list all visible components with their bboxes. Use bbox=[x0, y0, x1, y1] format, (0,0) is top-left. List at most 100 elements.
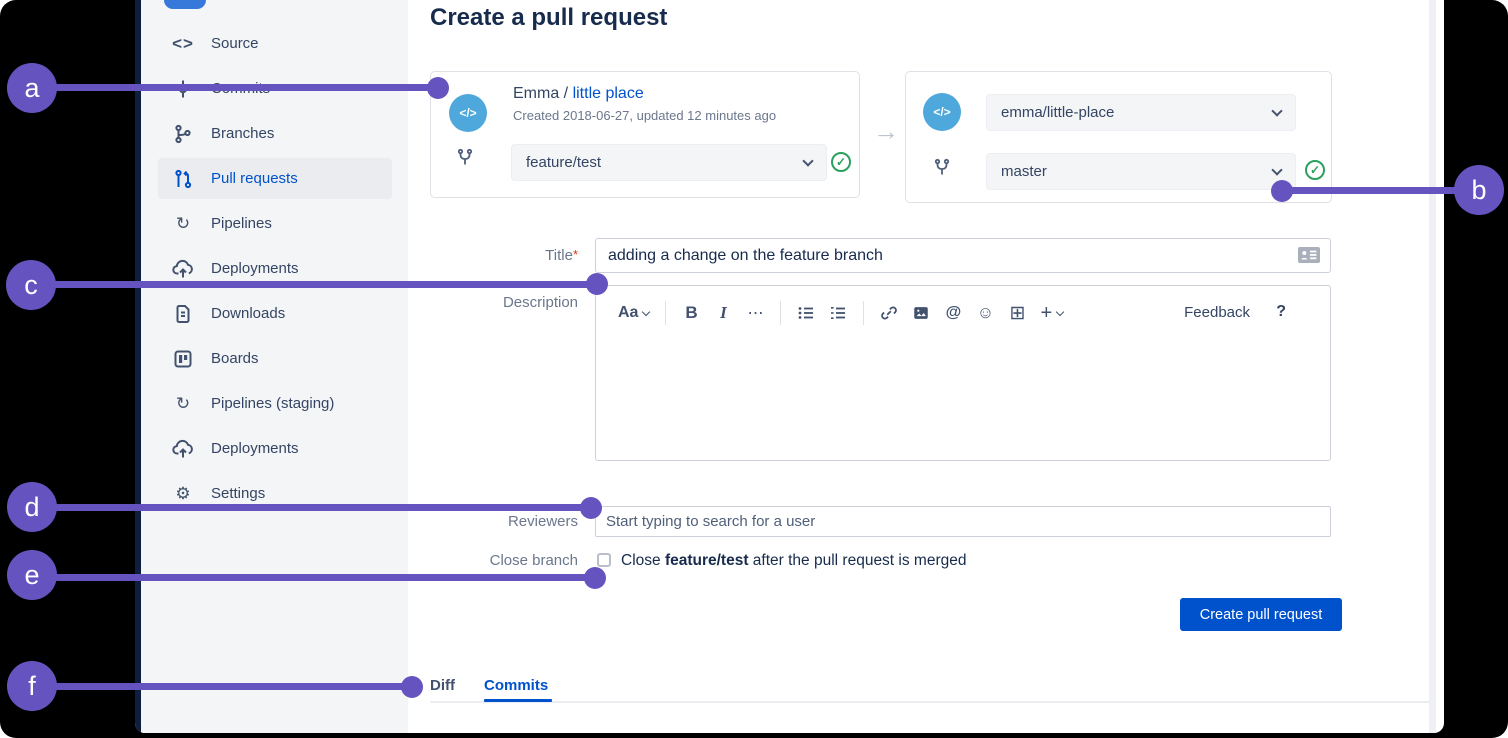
template-card-icon[interactable] bbox=[1298, 247, 1320, 268]
annotation-dot-c bbox=[586, 273, 608, 295]
annotation-line-a bbox=[50, 84, 440, 91]
annotation-line-d bbox=[50, 504, 592, 511]
numbered-list-icon[interactable] bbox=[829, 301, 847, 325]
toolbar-divider bbox=[665, 301, 667, 325]
source-branch-card: </> Emma / little place Created 2018-06-… bbox=[430, 71, 860, 198]
branch-valid-check-icon: ✓ bbox=[831, 152, 851, 172]
more-icon[interactable]: ⋯ bbox=[747, 305, 764, 322]
sidebar-item-pipelines[interactable]: ↻ Pipelines bbox=[141, 201, 408, 246]
sidebar-item-downloads[interactable]: Downloads bbox=[141, 291, 408, 336]
mention-icon[interactable]: @ bbox=[945, 304, 962, 321]
bullet-list-icon[interactable] bbox=[797, 301, 815, 325]
image-icon[interactable] bbox=[912, 301, 930, 325]
annotation-dot-e bbox=[584, 567, 606, 589]
repo-avatar: </> bbox=[449, 94, 487, 132]
workspace-logo bbox=[164, 0, 206, 9]
sidebar-item-pull-requests[interactable]: Pull requests bbox=[141, 156, 408, 201]
sidebar-item-pipelines-staging[interactable]: ↻ Pipelines (staging) bbox=[141, 381, 408, 426]
app-window: <> Source Commits Branches bbox=[135, 0, 1444, 733]
annotation-line-b bbox=[1282, 187, 1458, 194]
destination-repo-value: emma/little-place bbox=[1001, 104, 1115, 121]
text-style-icon[interactable]: Aa bbox=[618, 301, 651, 325]
annotation-circle-b: b bbox=[1454, 165, 1504, 215]
annotation-circle-f: f bbox=[7, 661, 57, 711]
source-branch-select[interactable]: feature/test bbox=[511, 144, 827, 181]
sidebar-item-deployments[interactable]: Deployments bbox=[141, 246, 408, 291]
sidebar-item-label: Deployments bbox=[211, 260, 299, 277]
pipelines-icon: ↻ bbox=[175, 393, 191, 413]
reviewers-input[interactable] bbox=[595, 506, 1331, 537]
annotation-line-c bbox=[50, 281, 598, 288]
annotation-line-f bbox=[50, 683, 413, 690]
sidebar-item-label: Deployments bbox=[211, 440, 299, 457]
destination-branch-select[interactable]: master bbox=[986, 153, 1296, 190]
sidebar: <> Source Commits Branches bbox=[141, 0, 408, 733]
repo-name-link[interactable]: little place bbox=[572, 85, 644, 102]
branch-valid-check-icon: ✓ bbox=[1305, 160, 1325, 180]
sidebar-item-deployments-2[interactable]: Deployments bbox=[141, 426, 408, 471]
close-branch-name: feature/test bbox=[664, 552, 749, 569]
help-icon[interactable]: ? bbox=[1276, 303, 1286, 320]
tab-active-underline bbox=[484, 699, 552, 702]
source-branch-value: feature/test bbox=[526, 154, 602, 171]
sidebar-item-source[interactable]: <> Source bbox=[141, 21, 408, 66]
annotation-line-e bbox=[50, 574, 596, 581]
repo-owner: Emma / bbox=[513, 85, 573, 102]
toolbar-divider bbox=[863, 301, 865, 325]
create-pull-request-button[interactable]: Create pull request bbox=[1180, 598, 1342, 631]
scrollbar-track[interactable] bbox=[1429, 0, 1436, 733]
downloads-icon bbox=[171, 302, 195, 326]
feedback-link[interactable]: Feedback bbox=[1184, 304, 1250, 321]
sidebar-item-label: Boards bbox=[211, 350, 259, 367]
deployments-icon bbox=[171, 437, 195, 461]
close-branch-label: Close branch bbox=[489, 552, 578, 569]
link-icon[interactable] bbox=[880, 301, 898, 325]
sidebar-item-branches[interactable]: Branches bbox=[141, 111, 408, 156]
close-branch-checkbox[interactable] bbox=[597, 553, 611, 567]
annotation-circle-a: a bbox=[7, 63, 57, 113]
sidebar-item-label: Settings bbox=[211, 485, 266, 502]
chevron-down-icon bbox=[1271, 104, 1283, 117]
sidebar-active-highlight bbox=[158, 158, 392, 199]
repo-meta: Created 2018-06-27, updated 12 minutes a… bbox=[513, 108, 777, 123]
sidebar-item-settings[interactable]: ⚙ Settings bbox=[141, 471, 408, 516]
sidebar-item-label: Pull requests bbox=[211, 170, 298, 187]
sidebar-item-label: Pipelines (staging) bbox=[211, 395, 335, 412]
description-editor[interactable]: Aa B I ⋯ @ ☺ bbox=[595, 285, 1331, 461]
tab-commits[interactable]: Commits bbox=[484, 677, 549, 694]
sidebar-item-boards[interactable]: Boards bbox=[141, 336, 408, 381]
italic-icon[interactable]: I bbox=[720, 303, 727, 322]
table-icon[interactable]: ⊞ bbox=[1009, 302, 1026, 324]
insert-icon[interactable]: + bbox=[1040, 301, 1065, 325]
annotation-circle-c: c bbox=[6, 260, 56, 310]
reviewers-label: Reviewers bbox=[507, 513, 578, 530]
toolbar-divider bbox=[780, 301, 782, 325]
destination-repo-select[interactable]: emma/little-place bbox=[986, 94, 1296, 131]
destination-branch-card: </> emma/little-place master ✓ bbox=[905, 71, 1332, 203]
emoji-icon[interactable]: ☺ bbox=[976, 303, 995, 322]
arrow-right-icon: → bbox=[873, 116, 899, 146]
destination-branch-value: master bbox=[1001, 163, 1047, 180]
sidebar-nav: <> Source Commits Branches bbox=[141, 21, 408, 516]
editor-toolbar: Aa B I ⋯ @ ☺ bbox=[618, 299, 1065, 327]
page-title: Create a pull request bbox=[430, 4, 668, 31]
repo-avatar: </> bbox=[923, 93, 961, 131]
sidebar-item-label: Source bbox=[211, 35, 259, 52]
branch-icon bbox=[456, 148, 474, 171]
deployments-icon bbox=[171, 257, 195, 281]
title-input[interactable] bbox=[595, 238, 1331, 273]
chevron-down-icon bbox=[642, 307, 651, 316]
description-label: Description bbox=[502, 294, 578, 311]
bold-icon[interactable]: B bbox=[685, 303, 698, 322]
sidebar-item-label: Pipelines bbox=[211, 215, 272, 232]
annotation-dot-a bbox=[427, 77, 449, 99]
pull-request-icon bbox=[171, 167, 195, 191]
branch-icon bbox=[933, 158, 951, 181]
sidebar-item-label: Branches bbox=[211, 125, 275, 142]
settings-icon: ⚙ bbox=[175, 483, 191, 503]
close-branch-text: Close feature/test after the pull reques… bbox=[621, 552, 967, 569]
required-asterisk: * bbox=[572, 247, 578, 262]
tab-divider bbox=[430, 701, 1429, 703]
tab-diff[interactable]: Diff bbox=[430, 677, 455, 694]
